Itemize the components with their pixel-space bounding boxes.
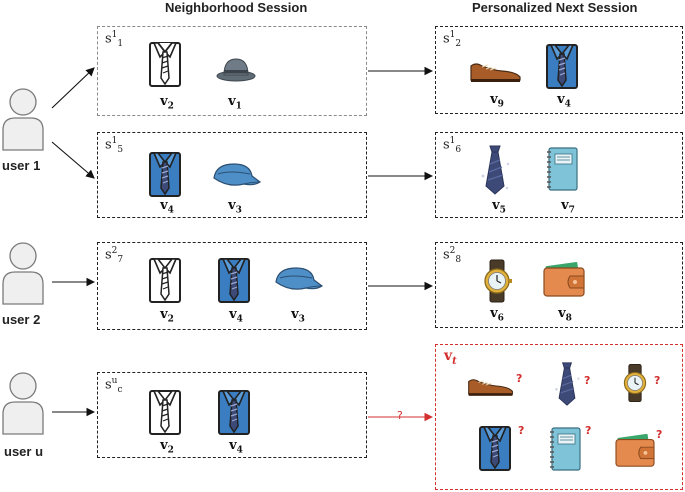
item-label-v5: v5 bbox=[492, 198, 506, 216]
shirt-blue-icon bbox=[479, 426, 511, 471]
wallet-icon bbox=[543, 261, 585, 297]
user-2-label: user 2 bbox=[2, 312, 41, 327]
item-label-v4: v4 bbox=[557, 92, 571, 110]
session-box-s15 bbox=[97, 132, 367, 218]
question-mark-notebook: ? bbox=[585, 424, 592, 437]
neighborhood-session-title: Neighborhood Session bbox=[165, 0, 308, 15]
item-label-v9: v9 bbox=[490, 92, 504, 110]
session-box-s27 bbox=[97, 242, 367, 330]
user-avatar-icon bbox=[2, 242, 44, 305]
session-label-s12: s12 bbox=[443, 30, 462, 49]
session-label-s28: s28 bbox=[443, 246, 462, 265]
wallet-icon bbox=[615, 433, 655, 467]
shirt-white-icon bbox=[149, 390, 181, 435]
item-label-v3: v3 bbox=[291, 307, 305, 325]
item-label-v4: v4 bbox=[229, 438, 243, 456]
shirt-white-icon bbox=[149, 258, 181, 303]
cap-icon bbox=[275, 267, 324, 290]
tie-icon bbox=[481, 145, 510, 195]
user-1-label: user 1 bbox=[2, 158, 41, 173]
session-box-s28 bbox=[435, 242, 683, 328]
item-label-v2: v2 bbox=[160, 438, 174, 456]
item-label-v6: v6 bbox=[490, 306, 504, 324]
session-label-s15: s15 bbox=[105, 136, 124, 155]
item-label-v1: v1 bbox=[228, 94, 242, 112]
question-mark-tie: ? bbox=[584, 374, 591, 387]
session-box-s12 bbox=[435, 26, 683, 114]
question-mark-shirt: ? bbox=[518, 424, 525, 437]
user-u-label: user u bbox=[4, 444, 44, 459]
item-label-v2: v2 bbox=[160, 94, 174, 112]
shirt-blue-icon bbox=[546, 44, 578, 89]
item-label-v4: v4 bbox=[160, 198, 174, 216]
question-mark-wallet: ? bbox=[656, 428, 663, 441]
hat-icon bbox=[216, 58, 256, 82]
question-mark-watch: ? bbox=[654, 374, 661, 387]
watch-icon bbox=[623, 364, 647, 402]
item-label-v3: v3 bbox=[228, 198, 242, 216]
item-label-v7: v7 bbox=[561, 198, 575, 216]
shirt-blue-icon bbox=[218, 258, 250, 303]
session-box-s11 bbox=[97, 26, 367, 116]
item-label-v2: v2 bbox=[160, 307, 174, 325]
user-avatar-icon bbox=[2, 372, 44, 435]
notebook-icon bbox=[550, 427, 581, 471]
target-session-box bbox=[435, 344, 683, 490]
item-label-v8: v8 bbox=[558, 306, 572, 324]
arrow-question-mark: ? bbox=[397, 409, 403, 422]
session-label-s16: s16 bbox=[443, 136, 462, 155]
session-box-s16 bbox=[435, 132, 683, 218]
target-label: vt bbox=[444, 348, 457, 367]
shirt-blue-icon bbox=[218, 390, 250, 435]
cap-icon bbox=[213, 163, 262, 186]
arrow-user1-to-s11 bbox=[51, 67, 95, 109]
session-box-suc bbox=[97, 372, 367, 458]
watch-icon bbox=[484, 259, 512, 303]
shirt-blue-icon bbox=[149, 152, 181, 197]
personalized-session-title: Personalized Next Session bbox=[472, 0, 638, 15]
item-label-v4: v4 bbox=[229, 307, 243, 325]
session-label-s27: s27 bbox=[105, 246, 124, 265]
tie-icon bbox=[555, 362, 580, 406]
user-avatar-icon bbox=[2, 88, 44, 151]
session-label-s11: s11 bbox=[105, 30, 124, 49]
shoe-icon bbox=[470, 63, 521, 82]
question-mark-shoe: ? bbox=[516, 372, 523, 385]
arrow-user1-to-s15 bbox=[51, 141, 95, 179]
session-label-suc: suc bbox=[105, 376, 123, 395]
shoe-icon bbox=[468, 379, 513, 396]
notebook-icon bbox=[547, 147, 578, 191]
shirt-white-icon bbox=[149, 42, 181, 87]
